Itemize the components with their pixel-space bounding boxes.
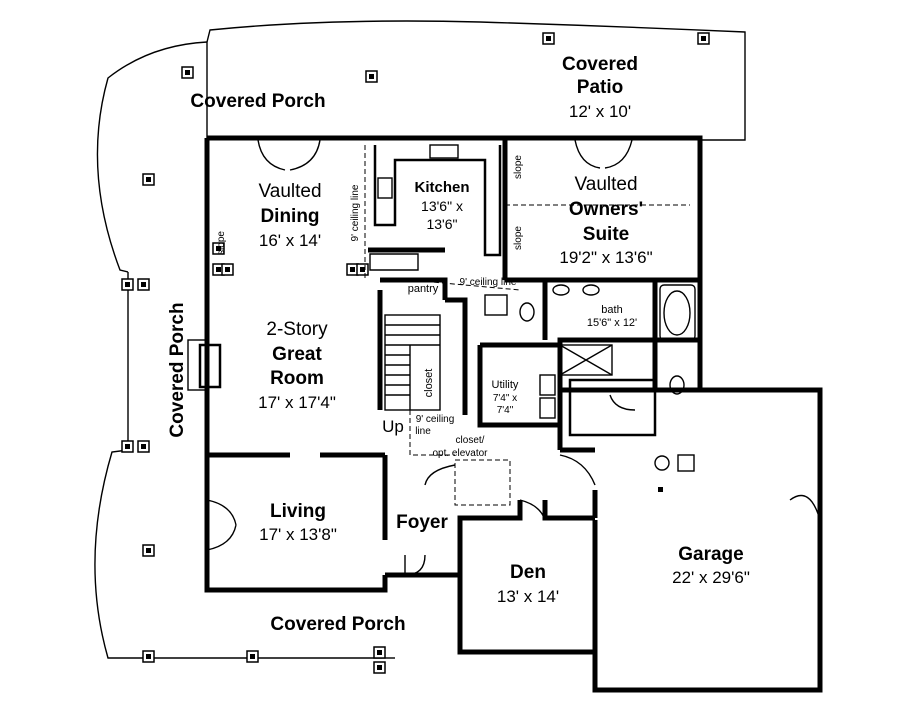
utility-dims-2: 7'4" — [497, 405, 514, 416]
post — [137, 278, 150, 291]
fixtures — [187, 139, 821, 691]
great-room-dims: 17' x 17'4" — [258, 393, 336, 412]
great-room-name-1: Great — [272, 344, 322, 365]
patio-dims: 12' x 10' — [569, 102, 631, 121]
post — [142, 544, 155, 557]
ceiling-line-kitchen: 9' ceiling line — [460, 277, 517, 288]
patio-name-1: Covered — [562, 54, 638, 75]
post — [212, 242, 225, 255]
post — [181, 66, 194, 79]
porch-outline — [94, 20, 746, 659]
stair-up-label: Up — [382, 417, 404, 436]
dining-dims: 16' x 14' — [259, 231, 321, 250]
post — [121, 440, 134, 453]
owners-dims: 19'2" x 13'6" — [559, 248, 652, 267]
covered-porch-top-label: Covered Porch — [190, 91, 325, 112]
covered-porch-side-label: Covered Porch — [167, 302, 188, 437]
post — [373, 661, 386, 674]
dining-prefix: Vaulted — [258, 181, 321, 202]
slope-label-dining: slope — [216, 231, 227, 255]
closet-label: closet — [423, 369, 435, 398]
closet-elevator-1: closet/ — [456, 435, 485, 446]
post — [142, 173, 155, 186]
closet-elevator-2: opt. elevator — [432, 448, 488, 459]
ceiling-line-stair-1: 9' ceiling — [416, 414, 455, 425]
garage-dims: 22' x 29'6" — [672, 568, 750, 587]
owners-name-2: Suite — [583, 224, 629, 245]
foyer-name: Foyer — [396, 512, 448, 533]
post — [365, 70, 378, 83]
great-room-name-2: Room — [270, 368, 324, 389]
den-dims: 13' x 14' — [497, 587, 559, 606]
kitchen-dims-1: 13'6" x — [421, 198, 463, 214]
post — [142, 650, 155, 663]
post — [697, 32, 710, 45]
ceiling-line-stair-2: line — [415, 426, 431, 437]
post — [221, 263, 234, 276]
den-name: Den — [510, 562, 546, 583]
post — [356, 263, 369, 276]
post — [246, 650, 259, 663]
slope-label-owners-1: slope — [513, 155, 524, 179]
owners-prefix: Vaulted — [574, 174, 637, 195]
post — [137, 440, 150, 453]
utility-dims-1: 7'4" x — [493, 393, 517, 404]
porch-posts — [121, 32, 710, 674]
kitchen-name: Kitchen — [414, 179, 469, 196]
covered-porch-bottom-label: Covered Porch — [270, 614, 405, 635]
living-name: Living — [270, 501, 326, 522]
kitchen-dims-2: 13'6" — [426, 216, 457, 232]
patio-name-2: Patio — [577, 77, 623, 98]
garage-name: Garage — [678, 544, 743, 565]
bath-name: bath — [601, 304, 622, 316]
dining-name: Dining — [260, 206, 319, 227]
owners-name: Owners' — [569, 199, 643, 220]
living-dims: 17' x 13'8" — [259, 525, 337, 544]
bath-dims: 15'6" x 12' — [587, 317, 637, 329]
ceiling-line-dining: 9' ceiling line — [350, 184, 361, 241]
slope-label-owners-2: slope — [513, 226, 524, 250]
post — [121, 278, 134, 291]
post — [542, 32, 555, 45]
post — [373, 646, 386, 659]
great-room-prefix: 2-Story — [266, 319, 328, 340]
utility-name: Utility — [492, 379, 519, 391]
pantry-label: pantry — [408, 283, 439, 295]
